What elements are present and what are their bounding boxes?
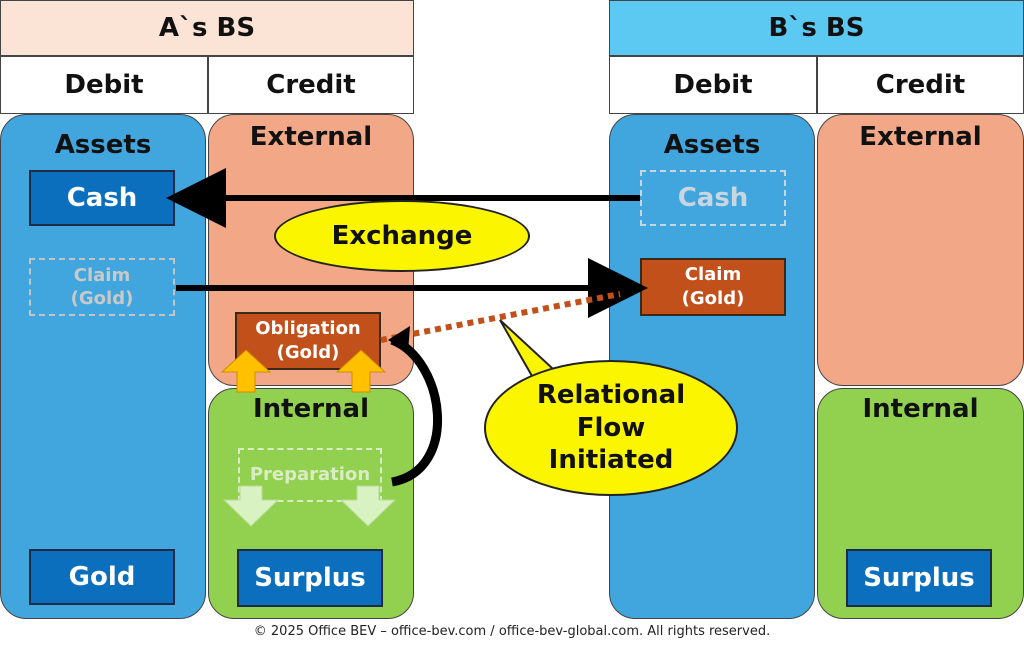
b-cash-ghost-box: Cash bbox=[640, 170, 786, 226]
a-cash-box: Cash bbox=[29, 170, 175, 226]
down-arrow-right bbox=[339, 485, 397, 527]
relational-dotted-line bbox=[380, 291, 621, 343]
a-assets-label: Assets bbox=[54, 130, 152, 160]
up-arrow-left bbox=[220, 349, 272, 393]
relational-flow-bubble: Relational Flow Initiated bbox=[484, 360, 738, 496]
up-arrow-right bbox=[335, 349, 387, 393]
exchange-bubble: Exchange bbox=[274, 200, 530, 272]
b-external-label: External bbox=[859, 122, 982, 152]
a-gold-box: Gold bbox=[29, 549, 175, 605]
b-surplus-box: Surplus bbox=[846, 549, 992, 607]
b-claim-box: Claim (Gold) bbox=[640, 258, 786, 316]
a-internal-label: Internal bbox=[252, 394, 370, 424]
a-bs-title: A`s BS bbox=[0, 0, 414, 56]
a-preparation-ghost-box: Preparation bbox=[238, 448, 382, 502]
a-debit-header: Debit bbox=[0, 56, 208, 114]
down-arrow-left bbox=[222, 485, 280, 527]
a-credit-header: Credit bbox=[208, 56, 414, 114]
a-external-label: External bbox=[249, 122, 373, 152]
preparation-curve-arrow bbox=[390, 335, 442, 487]
b-assets-label: Assets bbox=[663, 130, 761, 160]
b-bs-title: B`s BS bbox=[609, 0, 1024, 56]
a-claim-ghost-box: Claim (Gold) bbox=[29, 258, 175, 316]
b-internal-label: Internal bbox=[862, 394, 979, 424]
copyright-footer: © 2025 Office BEV – office-bev.com / off… bbox=[253, 624, 771, 639]
b-external-section bbox=[817, 114, 1024, 386]
a-surplus-box: Surplus bbox=[237, 549, 383, 607]
b-debit-header: Debit bbox=[609, 56, 817, 114]
preparation-curve-arrowhead bbox=[388, 326, 410, 352]
